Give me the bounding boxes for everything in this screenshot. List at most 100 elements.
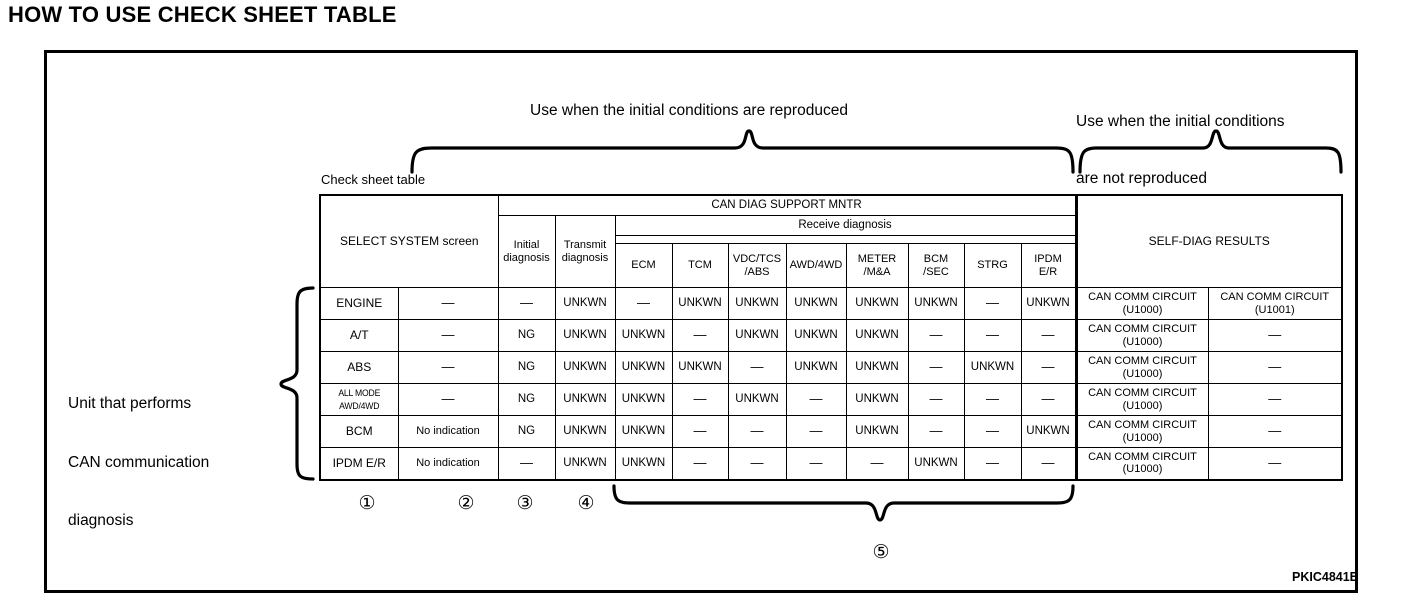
cell-receive-0: — <box>614 287 673 320</box>
cell-receive-self: UNKWN <box>554 415 616 448</box>
cell-initial-diagnosis: — <box>397 287 499 320</box>
cell-selfdiag-1-line1: CAN COMM CIRCUIT <box>1088 419 1197 431</box>
cell-selfdiag-2-line1: — <box>1268 359 1282 375</box>
annotation-not-reproduced-line1: Use when the initial conditions <box>1076 113 1285 130</box>
cell-receive-2: UNKWN <box>727 319 787 352</box>
cell-initial-diagnosis: No indication <box>397 447 499 481</box>
header-receive-col-1-line1: TCM <box>688 259 712 272</box>
cell-receive-0: UNKWN <box>614 319 673 352</box>
header-initial-diagnosis: Initial diagnosis <box>497 215 556 288</box>
cell-selfdiag-2-line1: — <box>1268 455 1282 470</box>
cell-receive-5: UNKWN <box>907 287 965 320</box>
header-self-diag-results: SELF-DIAG RESULTS <box>1074 194 1343 288</box>
cell-receive-4: UNKWN <box>845 287 909 320</box>
cell-selfdiag-1-line2: (U1000) <box>1122 463 1163 476</box>
header-receive-col-2: VDC/TCS/ABS <box>727 243 787 288</box>
cell-receive-5: — <box>907 415 965 448</box>
cell-selfdiag-1-line2: (U1000) <box>1122 367 1163 380</box>
cell-receive-7: UNKWN <box>1020 415 1077 448</box>
cell-receive-2: — <box>727 351 787 384</box>
annotation-unit-performs-can-diagnosis: Unit that performs CAN communication dia… <box>68 355 209 550</box>
check-sheet-table: SELECT SYSTEM screen CAN DIAG SUPPORT MN… <box>319 194 1343 481</box>
cell-selfdiag-2-line1: — <box>1268 391 1282 407</box>
cell-receive-7: — <box>1020 447 1077 481</box>
header-receive-col-2-line2: /ABS <box>744 265 770 278</box>
header-receive-col-6-line1: STRG <box>977 259 1008 272</box>
header-receive-col-7-line1: IPDM <box>1034 253 1062 265</box>
cell-receive-self: UNKWN <box>554 319 616 352</box>
callout-number-5: ⑤ <box>872 542 890 563</box>
cell-receive-0: UNKWN <box>614 415 673 448</box>
cell-selfdiag-1-line1: CAN COMM CIRCUIT <box>1088 387 1197 399</box>
cell-transmit-diagnosis: — <box>497 287 556 320</box>
cell-selfdiag-2: — <box>1207 447 1343 481</box>
cell-receive-4: UNKWN <box>845 351 909 384</box>
cell-receive-4: UNKWN <box>845 415 909 448</box>
cell-receive-self: UNKWN <box>554 351 616 384</box>
cell-receive-0: UNKWN <box>614 351 673 384</box>
cell-receive-3: — <box>785 447 847 481</box>
callout-number-2: ② <box>457 493 475 514</box>
header-receive-col-4-line2: /M&A <box>863 265 891 278</box>
cell-selfdiag-1: CAN COMM CIRCUIT(U1000) <box>1074 319 1209 352</box>
cell-receive-self: UNKWN <box>554 383 616 416</box>
cell-selfdiag-1-line2: (U1000) <box>1122 335 1163 348</box>
cell-receive-1: — <box>671 319 729 352</box>
figure-frame <box>44 50 1358 593</box>
cell-initial-diagnosis: — <box>397 383 499 416</box>
header-receive-col-7-line2: E/R <box>1038 265 1058 278</box>
cell-receive-6: — <box>963 287 1022 320</box>
header-receive-col-6: STRG <box>963 243 1022 288</box>
header-receive-col-2-line1: VDC/TCS <box>732 253 782 265</box>
cell-transmit-diagnosis: NG <box>497 383 556 416</box>
cell-transmit-diagnosis: NG <box>497 351 556 384</box>
cell-system-name: ABS <box>319 351 399 384</box>
cell-receive-2: — <box>727 415 787 448</box>
cell-receive-7: — <box>1020 319 1077 352</box>
table-header-row-1: SELECT SYSTEM screen CAN DIAG SUPPORT MN… <box>319 194 1343 288</box>
cell-selfdiag-1-line1: CAN COMM CIRCUIT <box>1088 291 1197 303</box>
cell-initial-diagnosis: — <box>397 319 499 352</box>
cell-receive-3: — <box>785 383 847 416</box>
header-receive-col-0: ECM <box>614 243 673 288</box>
cell-receive-0: UNKWN <box>614 383 673 416</box>
cell-receive-2: UNKWN <box>727 287 787 320</box>
cell-receive-7: — <box>1020 351 1077 384</box>
header-can-diag-support-mntr: CAN DIAG SUPPORT MNTR <box>497 194 1077 216</box>
cell-receive-5: UNKWN <box>907 447 965 481</box>
header-spacer <box>615 236 1076 244</box>
cell-receive-1: — <box>671 415 729 448</box>
cell-receive-3: UNKWN <box>785 351 847 384</box>
cell-receive-self: UNKWN <box>554 447 616 481</box>
cell-transmit-diagnosis: NG <box>497 319 556 352</box>
cell-transmit-diagnosis: — <box>497 447 556 481</box>
cell-selfdiag-2: — <box>1207 383 1343 416</box>
cell-transmit-diagnosis: NG <box>497 415 556 448</box>
page-title: HOW TO USE CHECK SHEET TABLE <box>8 2 397 27</box>
annotation-unit-line2: CAN communication <box>68 453 210 471</box>
header-receive-col-5: BCM/SEC <box>907 243 965 288</box>
cell-selfdiag-1-line1: CAN COMM CIRCUIT <box>1088 450 1197 463</box>
cell-selfdiag-1: CAN COMM CIRCUIT(U1000) <box>1074 287 1209 320</box>
cell-receive-1: — <box>671 447 729 481</box>
table-header: SELECT SYSTEM screen CAN DIAG SUPPORT MN… <box>319 194 1343 288</box>
cell-receive-6: — <box>963 319 1022 352</box>
cell-selfdiag-2-line2: (U1001) <box>1254 303 1295 316</box>
cell-receive-4: — <box>845 447 909 481</box>
cell-selfdiag-1-line2: (U1000) <box>1122 431 1163 444</box>
cell-receive-5: — <box>907 319 965 352</box>
cell-selfdiag-1-line2: (U1000) <box>1122 303 1163 316</box>
cell-receive-6: — <box>963 447 1022 481</box>
cell-receive-self: UNKWN <box>554 287 616 320</box>
cell-receive-5: — <box>907 383 965 416</box>
header-initial-diagnosis-line2: diagnosis <box>503 251 550 264</box>
annotation-not-reproduced-line2: are not reproduced <box>1076 170 1207 187</box>
cell-selfdiag-1-line2: (U1000) <box>1122 399 1163 412</box>
cell-selfdiag-1: CAN COMM CIRCUIT(U1000) <box>1074 383 1209 416</box>
